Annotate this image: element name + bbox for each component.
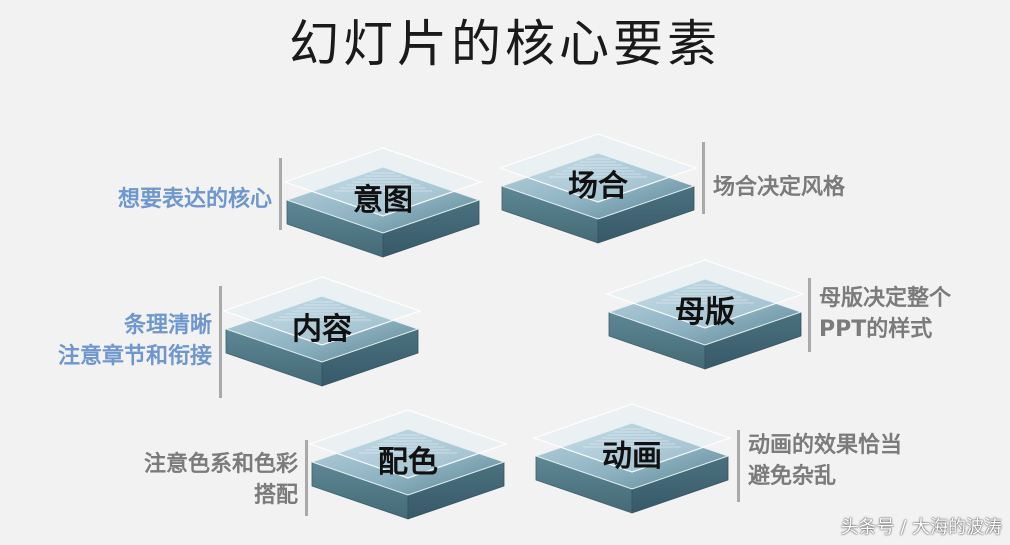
tile-muban: 母版 <box>605 259 805 370</box>
note-peise: 注意色系和色彩 搭配 <box>60 449 298 511</box>
note-changhe-line-1: 场合决定风格 <box>713 175 846 200</box>
tile-top-face <box>310 428 506 496</box>
note-yitu-line-1: 想要表达的核心 <box>117 187 272 212</box>
tile-glass-plate <box>498 133 698 203</box>
note-changhe: 场合决定风格 <box>713 172 845 203</box>
note-neirong-line-1: 条理清晰 <box>123 313 212 338</box>
tile-top-face <box>500 152 696 220</box>
note-donghua: 动画的效果恰当 避免杂乱 <box>748 430 902 492</box>
tile-top-face <box>224 295 420 363</box>
tile-peise: 配色 <box>308 409 508 520</box>
tile-label-changhe: 场合 <box>568 169 628 204</box>
tile-glass-plate <box>308 409 508 479</box>
note-donghua-line-1: 动画的效果恰当 <box>748 433 903 458</box>
divider-peise <box>305 440 308 516</box>
tile-label-yitu: 意图 <box>353 183 413 218</box>
note-muban-line-1: 母版决定整个 <box>819 286 952 311</box>
tile-neirong: 内容 <box>222 276 422 387</box>
divider-neirong <box>219 286 222 398</box>
tile-yitu: 意图 <box>283 147 483 258</box>
tile-top-face <box>534 422 730 490</box>
tile-label-muban: 母版 <box>675 295 735 330</box>
tile-top-face <box>285 166 481 234</box>
divider-changhe <box>702 142 705 214</box>
note-yitu: 想要表达的核心 <box>60 184 272 215</box>
tile-label-peise: 配色 <box>378 445 438 480</box>
tile-glass-plate <box>532 403 732 473</box>
note-neirong: 条理清晰 注意章节和衔接 <box>0 310 212 372</box>
note-peise-line-2: 搭配 <box>253 483 298 508</box>
note-peise-line-1: 注意色系和色彩 <box>143 452 298 477</box>
watermark: 头条号 / 大海的波涛 <box>840 517 1002 538</box>
note-muban: 母版决定整个 PPT的样式 <box>819 283 951 345</box>
divider-donghua <box>737 430 740 502</box>
tile-glass-plate <box>283 147 483 217</box>
note-muban-line-2: PPT的样式 <box>819 317 933 342</box>
divider-yitu <box>279 158 282 230</box>
tile-label-neirong: 内容 <box>292 312 352 347</box>
page-title: 幻灯片的核心要素 <box>289 15 721 73</box>
divider-muban <box>808 278 811 352</box>
tile-donghua: 动画 <box>532 403 732 514</box>
note-donghua-line-2: 避免杂乱 <box>748 464 837 489</box>
tile-changhe: 场合 <box>498 133 698 244</box>
tile-glass-plate <box>222 276 422 346</box>
tile-glass-plate <box>605 259 805 329</box>
note-neirong-line-2: 注意章节和衔接 <box>57 344 212 369</box>
tile-label-donghua: 动画 <box>602 439 662 474</box>
tile-top-face <box>607 278 803 346</box>
